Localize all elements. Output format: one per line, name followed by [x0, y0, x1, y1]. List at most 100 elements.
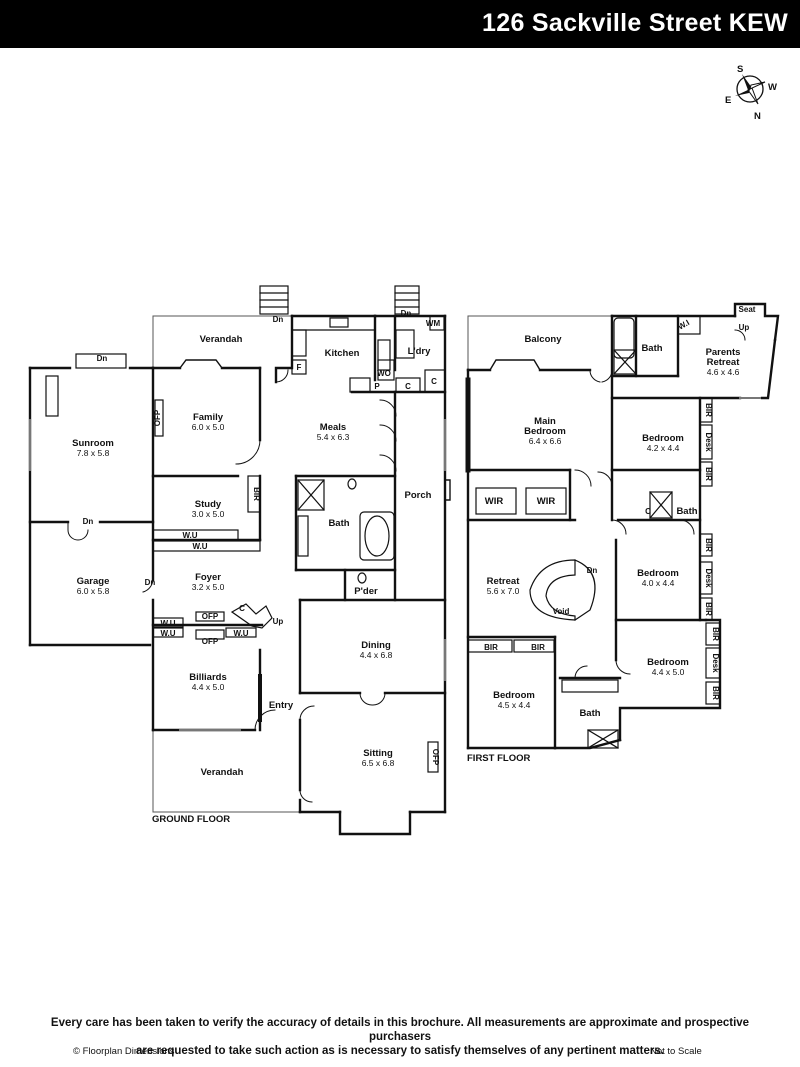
label-bath-south: Bath	[579, 708, 600, 719]
tag-cupboard-foyer: C	[239, 604, 245, 613]
tag-bir-d2: BIR	[711, 686, 720, 700]
room-dining-dim: 4.4 x 6.8	[360, 650, 393, 660]
room-sitting-dim: 6.5 x 6.8	[362, 758, 395, 768]
copyright: © Floorplan Dimensions	[73, 1046, 175, 1057]
tag-bir-d1: BIR	[711, 627, 720, 641]
tag-wu-foyer: W.U	[192, 542, 207, 551]
label-ground-floor: GROUND FLOOR	[152, 814, 230, 825]
label-seat: Seat	[739, 305, 756, 314]
room-bedroom-a-dim: 4.5 x 4.4	[498, 700, 531, 710]
room-garage-name: Garage	[77, 576, 110, 587]
tag-fridge: F	[297, 363, 302, 372]
page-title: 126 Sackville Street KEW	[482, 9, 788, 37]
tag-bir-retreat-1: BIR	[484, 643, 498, 652]
tag-wir-2: WIR	[537, 496, 556, 507]
room-main-bedroom-dim: 6.4 x 6.6	[529, 436, 562, 446]
disclaimer-line-2: are requested to take such action as is …	[136, 1045, 664, 1057]
compass-e: E	[725, 95, 731, 106]
room-bedroom-c-dim: 4.0 x 4.4	[642, 578, 675, 588]
tag-ofp-billiards: OFP	[202, 637, 219, 646]
tag-dn-stair: Dn	[587, 566, 598, 575]
room-parents-retreat-name: Parents	[706, 347, 741, 358]
tag-wu-billiards-2: W.U	[233, 629, 248, 638]
room-bedroom-a-name: Bedroom	[493, 690, 535, 701]
room-foyer-name: Foyer	[195, 572, 221, 583]
room-main-bedroom-name-2: Bedroom	[524, 426, 566, 437]
ground-floor-labels: Sunroom 7.8 x 5.8 Garage 6.0 x 5.8 Famil…	[72, 309, 440, 825]
tag-wir-1: WIR	[485, 496, 504, 507]
tag-cupboard-first: C	[645, 507, 651, 516]
first-floor-labels: Balcony Main Bedroom 6.4 x 6.6 Retreat 5…	[467, 305, 756, 764]
room-garage-dim: 6.0 x 5.8	[77, 586, 110, 596]
compass-n: N	[754, 111, 761, 122]
tag-up-foyer: Up	[273, 617, 284, 626]
tag-bir-b1: BIR	[704, 403, 713, 417]
tag-ofp-foyer: OFP	[202, 612, 219, 621]
room-bedroom-d-name: Bedroom	[647, 657, 689, 668]
tag-dn-foyer: Dn	[145, 578, 156, 587]
tag-pantry: P	[374, 382, 380, 391]
label-void: Void	[553, 607, 570, 616]
room-bedroom-c-name: Bedroom	[637, 568, 679, 579]
room-bedroom-b-dim: 4.2 x 4.4	[647, 443, 680, 453]
room-meals-name: Meals	[320, 422, 346, 433]
room-retreat-name: Retreat	[487, 576, 521, 587]
ground-floor-walls	[28, 285, 451, 836]
room-bedroom-b-name: Bedroom	[642, 433, 684, 444]
tag-wu-foyer-2: W.U	[160, 619, 175, 628]
tag-bir-c2: BIR	[704, 602, 713, 616]
label-bath-first: Bath	[676, 506, 697, 517]
room-billiards-name: Billiards	[189, 672, 227, 683]
label-verandah-north: Verandah	[200, 334, 243, 345]
room-main-bedroom-name: Main	[534, 416, 556, 427]
room-study-dim: 3.0 x 5.0	[192, 509, 225, 519]
label-bath-ensuite: Bath	[641, 343, 662, 354]
tag-bir-b2: BIR	[704, 467, 713, 481]
room-meals-dim: 5.4 x 6.3	[317, 432, 350, 442]
tag-wu-billiards: W.U	[160, 629, 175, 638]
room-parents-retreat-dim: 4.6 x 4.6	[707, 367, 740, 377]
scale-note: Not to Scale	[650, 1046, 702, 1057]
tag-bir-study: BIR	[252, 487, 261, 501]
label-entry: Entry	[269, 700, 294, 711]
room-sunroom-dim: 7.8 x 5.8	[77, 448, 110, 458]
tag-wo: WO	[377, 369, 391, 378]
tag-ofp-sitting: OFP	[431, 749, 440, 766]
tag-wm: WM	[426, 319, 441, 328]
room-dining-name: Dining	[361, 640, 391, 651]
tag-bir-c1: BIR	[704, 538, 713, 552]
disclaimer: Every care has been taken to verify the …	[30, 1016, 770, 1058]
tag-up-parents: Up	[739, 323, 750, 332]
tag-desk-c: Desk	[704, 568, 713, 588]
label-kitchen: Kitchen	[325, 348, 360, 359]
tag-desk-d: Desk	[711, 653, 720, 673]
label-porch: Porch	[405, 490, 432, 501]
tag-cupboard-kitchen: C	[405, 382, 411, 391]
tag-cupboard-laundry: C	[431, 377, 437, 386]
compass-w: W	[768, 82, 777, 93]
room-billiards-dim: 4.4 x 5.0	[192, 682, 225, 692]
tag-desk-b: Desk	[704, 432, 713, 452]
room-bedroom-d-dim: 4.4 x 5.0	[652, 667, 685, 677]
room-parents-retreat-name-2: Retreat	[707, 357, 741, 368]
compass-icon: S W E N	[725, 64, 777, 122]
room-family-dim: 6.0 x 5.0	[192, 422, 225, 432]
tag-bir-retreat-2: BIR	[531, 643, 545, 652]
label-powder: P'der	[354, 586, 378, 597]
label-first-floor: FIRST FLOOR	[467, 753, 530, 764]
label-bath-ground: Bath	[328, 518, 349, 529]
label-balcony: Balcony	[525, 334, 563, 345]
label-laundry: L'dry	[408, 346, 432, 357]
tag-wu-study: W.U	[182, 531, 197, 540]
room-sunroom-name: Sunroom	[72, 438, 114, 449]
label-verandah-south: Verandah	[201, 767, 244, 778]
title-bar: 126 Sackville Street KEW	[0, 0, 800, 48]
room-sitting-name: Sitting	[363, 748, 393, 759]
room-study-name: Study	[195, 499, 222, 510]
tag-dn-garage: Dn	[83, 517, 94, 526]
compass-s: S	[737, 64, 743, 75]
room-retreat-dim: 5.6 x 7.0	[487, 586, 520, 596]
first-floor-walls	[465, 302, 780, 750]
tag-dn-verandah: Dn	[273, 315, 284, 324]
